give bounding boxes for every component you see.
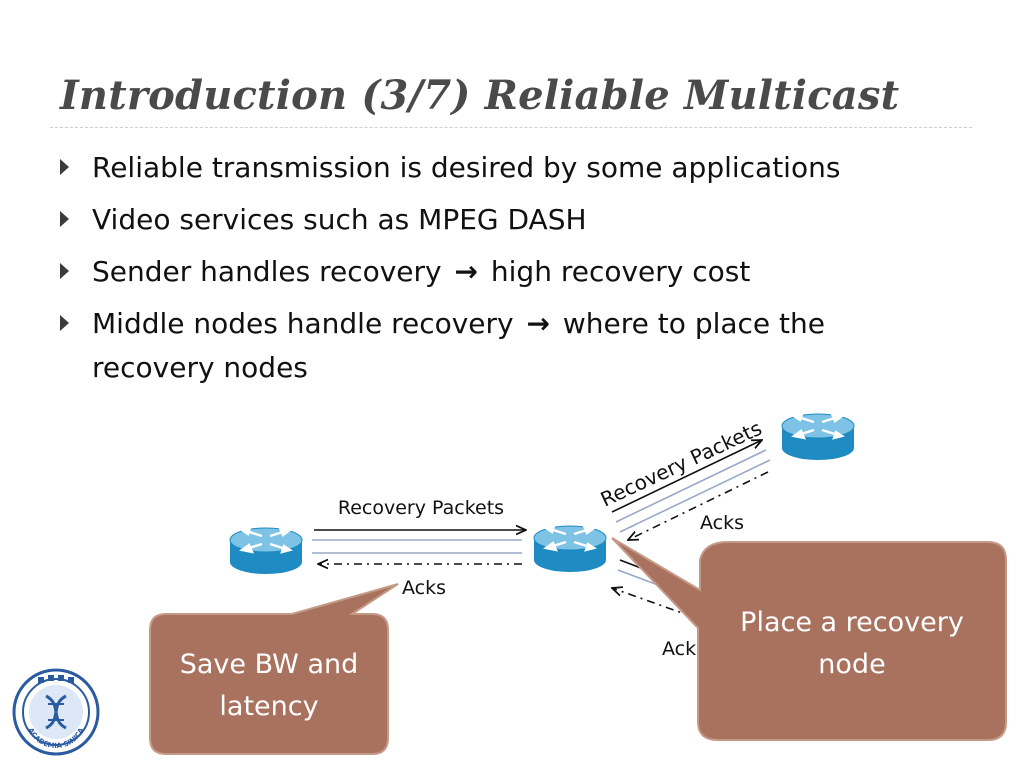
bullet-list: Reliable transmission is desired by some… [58,146,938,398]
bullet-arrow-icon [60,159,69,175]
callout-place-node [611,537,1007,741]
bullet-text-consequence: high recovery cost [490,255,751,288]
bullet-text: Video services such as MPEG DASH [92,203,587,236]
bullet-text: Sender handles recovery [92,255,442,288]
link-label-acks: Ack [662,638,696,660]
link-label-acks: Acks [402,577,446,599]
link-label-acks: Acks [700,512,744,534]
right-arrow-icon: → [454,255,478,288]
bullet-text: Reliable transmission is desired by some… [92,151,841,184]
acks-link [628,471,769,540]
router-icon [780,412,856,462]
callout-text-left: Save BW and latency [179,649,359,722]
bullet-arrow-icon [60,315,69,331]
link-label-recovery: Recovery Packets [597,416,766,512]
bullet-text: Middle nodes handle recovery [92,307,514,340]
link-line [615,449,767,523]
bullet-text-consequence: where to place the recovery nodes [92,307,825,384]
bullet-arrow-icon [60,263,69,279]
slide-title: Introduction (3/7) Reliable Multicast [60,72,900,119]
link-line [619,459,771,533]
link-label-recovery: Recovery Packets [338,497,504,519]
recovery-packets-link [611,440,762,513]
router-icon [532,524,608,574]
right-arrow-icon: → [526,307,550,340]
bullet-arrow-icon [60,211,69,227]
callout-save-bw [149,583,399,755]
bullet-item: Reliable transmission is desired by some… [58,146,938,190]
title-divider [50,127,972,128]
academia-sinica-logo: ACADEMIA SINICA [12,668,100,756]
bullet-item: Sender handles recovery → high recovery … [58,250,938,294]
bullet-item: Middle nodes handle recovery → where to … [58,302,938,390]
bullet-item: Video services such as MPEG DASH [58,198,938,242]
callout-text-right: Place a recovery node [740,607,964,680]
router-icon [228,526,304,576]
